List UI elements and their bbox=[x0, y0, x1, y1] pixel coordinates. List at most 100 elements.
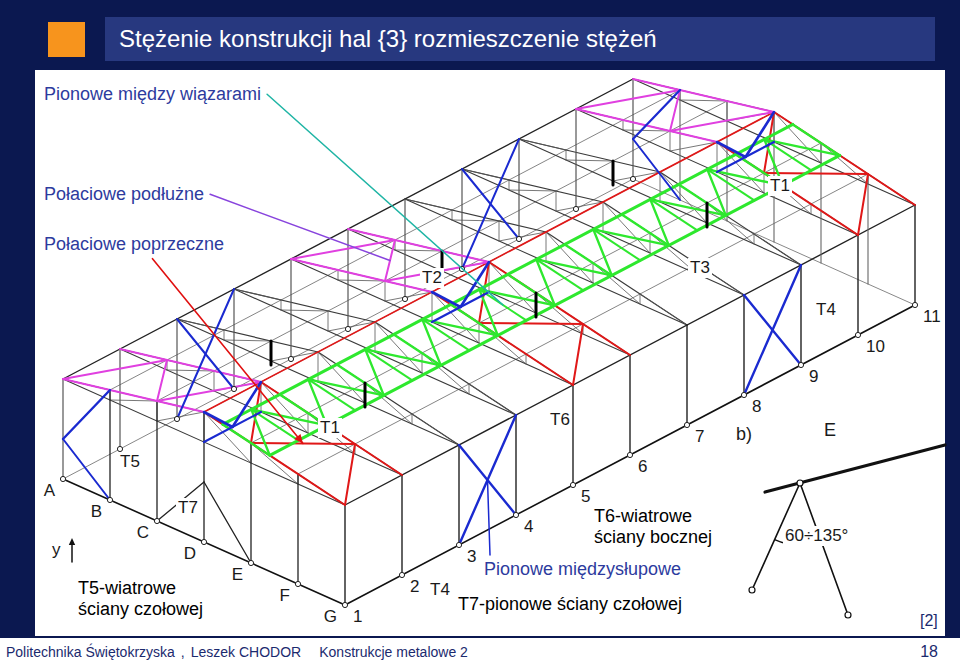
joint bbox=[749, 587, 755, 593]
axis-letter: A bbox=[42, 481, 57, 501]
callout-label: T5-wiatrowe ściany czołowej bbox=[76, 578, 230, 619]
title-bar: Stężenie konstrukcji hal {3} rozmieszcze… bbox=[105, 17, 935, 61]
callout-number: 10 bbox=[864, 337, 887, 357]
roof-bracing bbox=[479, 323, 583, 324]
truss-top-chord bbox=[234, 289, 375, 322]
column bbox=[401, 475, 402, 575]
gable-column bbox=[297, 474, 298, 584]
truss-web bbox=[526, 354, 527, 364]
column-base bbox=[231, 386, 236, 391]
footer-text: Leszek CHODOR bbox=[191, 644, 301, 660]
column-base bbox=[248, 560, 253, 565]
truss-top-chord bbox=[177, 319, 318, 352]
truss-web bbox=[452, 220, 499, 221]
gable-column bbox=[156, 401, 157, 521]
member-label: T1 bbox=[768, 176, 792, 196]
column-base bbox=[627, 452, 632, 457]
column-base bbox=[201, 539, 206, 544]
roof-bracing bbox=[670, 112, 774, 131]
column-base bbox=[117, 446, 122, 451]
column bbox=[572, 385, 573, 485]
truss-web bbox=[623, 120, 624, 130]
truss-web bbox=[281, 310, 328, 311]
column-base bbox=[798, 362, 803, 367]
wall-bracing bbox=[744, 265, 801, 395]
roof-bracing bbox=[774, 112, 915, 205]
gable-column bbox=[203, 412, 204, 542]
longitudinal-bracing bbox=[223, 124, 793, 424]
column bbox=[290, 259, 291, 359]
column bbox=[515, 415, 516, 515]
purlin bbox=[204, 112, 774, 412]
joint bbox=[797, 480, 803, 486]
truss-web bbox=[660, 172, 661, 202]
column-base bbox=[912, 302, 917, 307]
truss-web bbox=[764, 173, 811, 214]
truss-web bbox=[566, 150, 567, 160]
wall-bracing bbox=[744, 295, 801, 365]
member-label: T4 bbox=[814, 300, 838, 320]
ground-line bbox=[345, 305, 915, 605]
column-base bbox=[516, 236, 521, 241]
reference-mark: [2] bbox=[918, 612, 940, 630]
truss-web bbox=[365, 383, 412, 424]
column-base bbox=[402, 296, 407, 301]
footer-text: Politechnika Świętokrzyska bbox=[6, 644, 175, 660]
gable-wind-bracing bbox=[63, 439, 110, 500]
leader-line bbox=[488, 480, 491, 555]
roof-bracing bbox=[63, 360, 167, 379]
axis-letter: C bbox=[135, 523, 151, 543]
callout-label: Połaciowe poprzeczne bbox=[42, 234, 226, 255]
column bbox=[233, 289, 234, 389]
gable-column bbox=[820, 143, 821, 263]
vertical-truss-bracing bbox=[717, 142, 774, 172]
truss-web bbox=[452, 210, 453, 220]
leader-line bbox=[267, 94, 503, 305]
truss-web bbox=[519, 139, 566, 150]
column-base bbox=[570, 482, 575, 487]
truss-web bbox=[385, 281, 386, 301]
column bbox=[458, 445, 459, 545]
callout-number: 5 bbox=[579, 487, 592, 507]
detail-label: b) bbox=[734, 424, 754, 445]
truss-web bbox=[224, 340, 271, 341]
truss-web bbox=[593, 263, 594, 283]
column-base bbox=[154, 518, 159, 523]
truss-web bbox=[214, 371, 215, 391]
truss-top-chord bbox=[519, 139, 660, 172]
callout-number: 8 bbox=[750, 397, 763, 417]
callout-number: 2 bbox=[408, 577, 421, 597]
truss-web bbox=[432, 292, 433, 322]
member-label: T6 bbox=[548, 410, 572, 430]
column bbox=[62, 379, 63, 479]
leader-arrow bbox=[153, 259, 304, 444]
eave-beam bbox=[63, 79, 633, 379]
truss-web bbox=[566, 160, 613, 161]
purlin bbox=[251, 143, 821, 443]
longitudinal-bracing bbox=[793, 124, 840, 155]
column-base bbox=[295, 581, 300, 586]
truss-web bbox=[479, 323, 480, 343]
column-base bbox=[630, 176, 635, 181]
column bbox=[404, 199, 405, 299]
tie-member bbox=[270, 341, 273, 365]
truss-web bbox=[308, 413, 309, 433]
column-base bbox=[174, 416, 179, 421]
truss-web bbox=[412, 414, 413, 424]
column bbox=[743, 295, 744, 395]
joint bbox=[845, 612, 851, 618]
callout-label: Połaciowe podłużne bbox=[42, 184, 206, 205]
member-label: T3 bbox=[688, 258, 712, 278]
footer-text: , bbox=[181, 644, 185, 660]
axis-letter: D bbox=[182, 544, 198, 564]
truss-web bbox=[556, 191, 557, 211]
truss-web bbox=[308, 413, 355, 454]
member-label: T2 bbox=[420, 268, 444, 288]
truss-top-chord bbox=[405, 199, 546, 232]
truss-web bbox=[640, 294, 687, 325]
vertical-truss-bracing bbox=[717, 142, 746, 157]
callout-label: Pionowe międzysłupowe bbox=[482, 559, 683, 580]
truss-web bbox=[754, 234, 801, 265]
tie-member bbox=[535, 293, 538, 317]
